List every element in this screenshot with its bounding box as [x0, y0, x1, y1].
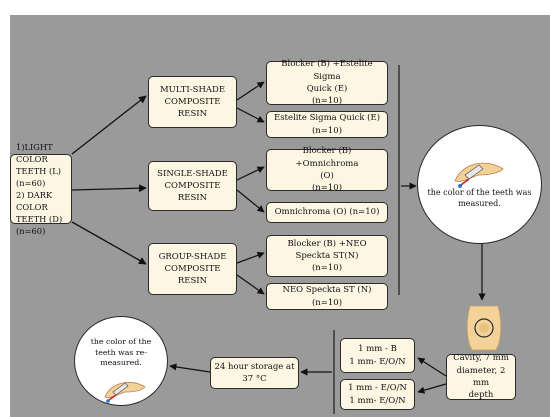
subgroup-label: Omnichroma (O) (n=10) — [274, 207, 380, 218]
tooth-icon — [466, 305, 502, 351]
category-group-shade: GROUP-SHADE COMPOSITE RESIN — [148, 243, 237, 295]
category-label: COMPOSITE — [164, 263, 221, 274]
subgroup-label: (n=10) — [311, 183, 343, 194]
layer-label: 1 mm - E/O/N — [348, 383, 407, 394]
subgroup-label: Quick (E) — [306, 84, 348, 94]
spectrophotometer-icon — [454, 162, 504, 188]
category-label: RESIN — [177, 193, 208, 204]
groups-line-3: 2) DARK COLOR — [16, 190, 53, 213]
cavity-label: depth — [468, 390, 494, 401]
subgroup-label: Speckta ST(N) — [295, 250, 359, 261]
category-label: SINGLE-SHADE — [157, 168, 228, 179]
layer-label: 1 mm - B — [358, 344, 397, 355]
subgroup-box-blocker-omnichroma: Blocker (B) +Omnichroma (O) (n=10) — [266, 146, 388, 194]
arrow-cavity-to-layer2 — [417, 383, 447, 394]
subgroup-box-neo: NEO Speckta ST (N) (n=10) — [266, 283, 388, 310]
arrow-groups-to-multi — [71, 95, 147, 155]
groups-box: 1)LIGHT COLOR TEETH (L) (n=60) 2) DARK C… — [10, 142, 72, 236]
category-label: RESIN — [177, 276, 208, 287]
subgroup-label: (n=10) — [311, 96, 343, 107]
groups-line-4: TEETH (D) (n=60) — [16, 214, 63, 237]
category-label: GROUP-SHADE — [158, 251, 227, 262]
subgroup-label: Blocker (B) +Omnichroma — [295, 146, 359, 169]
category-label: COMPOSITE — [164, 96, 221, 107]
layer-label: 1 mm- E/O/N — [349, 356, 406, 367]
category-label: MULTI-SHADE — [159, 84, 226, 95]
groups-line-1: 1)LIGHT COLOR — [16, 141, 53, 164]
measure-circle: the color of the teeth was measured. — [417, 125, 542, 244]
groups-line-2: TEETH (L) (n=60) — [16, 165, 62, 188]
category-label: COMPOSITE — [164, 180, 221, 191]
arrow-groups-to-group — [71, 221, 147, 265]
layer-box-composite: 1 mm - E/O/N 1 mm- E/O/N — [340, 379, 415, 410]
arrow-storage-to-remeasure — [169, 363, 211, 373]
arrow-group-to-sub2 — [236, 274, 265, 295]
remeasure-text: the color of the — [90, 337, 152, 346]
measure-text: the color of the teeth was — [427, 188, 532, 197]
layer-box-blocker: 1 mm - B 1 mm- E/O/N — [340, 338, 415, 373]
storage-label: 37 °C — [242, 374, 267, 384]
arrow-single-to-sub1 — [236, 166, 265, 181]
subgroup-box-blocker-estelite: Blocker (B) +Estelite Sigma Quick (E) (n… — [266, 59, 388, 107]
cavity-label: Cavity, 7 mm — [453, 353, 509, 364]
arrow-cavity-to-layer1 — [417, 357, 447, 377]
arrow-single-to-sub2 — [236, 189, 265, 213]
subgroup-label: (O) — [320, 171, 334, 181]
storage-box: 24 hour storage at 37 °C — [210, 357, 299, 389]
subgroup-box-omnichroma: Omnichroma (O) (n=10) — [266, 202, 388, 223]
category-single-shade: SINGLE-SHADE COMPOSITE RESIN — [148, 161, 237, 211]
subgroup-label: (n=10) — [311, 263, 343, 274]
remeasure-text: measured. — [100, 358, 142, 368]
cavity-label: diameter, 2 mm — [456, 365, 506, 388]
subgroup-label: (n=10) — [311, 125, 343, 136]
remeasure-text: teeth was re- — [95, 347, 147, 357]
layer-label: 1 mm- E/O/N — [349, 395, 406, 406]
subgroup-label: Blocker (B) +NEO — [287, 238, 367, 249]
remeasure-circle: the color of the teeth was re- measured. — [74, 316, 168, 406]
storage-label: 24 hour storage at — [214, 361, 295, 372]
subgroup-label: Estelite Sigma Quick (E) — [273, 113, 381, 124]
spectrophotometer-icon — [104, 382, 146, 403]
subgroup-label: (n=10) — [311, 297, 343, 308]
subgroup-box-blocker-neo: Blocker (B) +NEO Speckta ST(N) (n=10) — [266, 235, 388, 277]
arrow-groups-to-single — [71, 184, 147, 193]
cavity-box: Cavity, 7 mm diameter, 2 mm depth — [446, 353, 516, 401]
subgroup-label: NEO Speckta ST (N) — [282, 285, 372, 296]
arrow-group-to-sub1 — [236, 251, 265, 264]
subgroup-label: Blocker (B) +Estelite Sigma — [281, 59, 373, 82]
measure-text: measured. — [458, 198, 501, 208]
subgroup-box-estelite: Estelite Sigma Quick (E) (n=10) — [266, 111, 388, 138]
category-multi-shade: MULTI-SHADE COMPOSITE RESIN — [148, 76, 237, 128]
category-label: RESIN — [177, 109, 208, 120]
arrow-multi-to-sub1 — [236, 81, 265, 101]
arrow-multi-to-sub2 — [236, 107, 265, 123]
